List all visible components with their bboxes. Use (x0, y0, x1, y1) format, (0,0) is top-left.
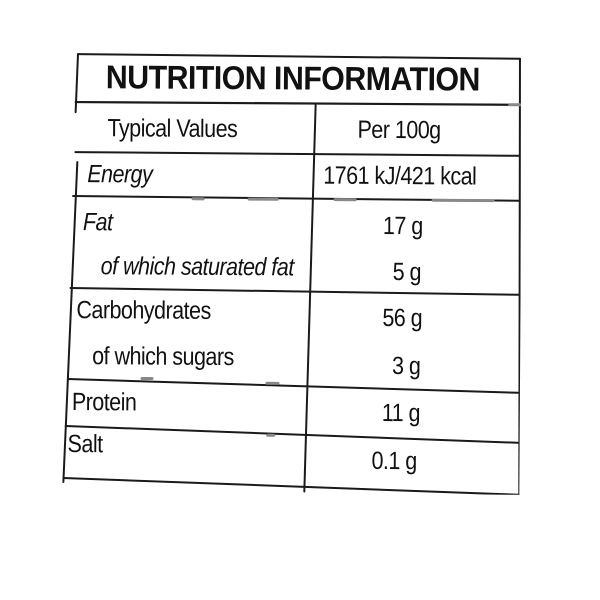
row-sugars-value: 3 g (392, 352, 421, 381)
row-saturated-fat-name: of which saturated fat (100, 252, 294, 282)
row-fat-name: Fat (82, 208, 113, 237)
row-sugars-name: of which sugars (92, 342, 234, 372)
label-title: NUTRITION INFORMATION (105, 58, 480, 98)
row-energy-value: 1761 kJ/421 kcal (323, 161, 477, 191)
table-grid-lines (62, 53, 522, 495)
row-protein-name: Protein (71, 388, 137, 417)
header-typical-values: Typical Values (107, 114, 238, 144)
row-saturated-fat-value: 5 g (392, 258, 422, 287)
nutrition-label: NUTRITION INFORMATION Typical Values Per… (61, 52, 522, 495)
header-per-100g: Per 100g (357, 115, 441, 145)
row-protein-value: 11 g (381, 398, 421, 428)
row-salt-value: 0.1 g (371, 446, 417, 476)
row-carbohydrates-value: 56 g (382, 303, 423, 333)
nutrition-table-frame (61, 52, 522, 495)
row-salt-name: Salt (67, 430, 103, 459)
row-carbohydrates-name: Carbohydrates (76, 296, 211, 325)
row-fat-value: 17 g (382, 211, 423, 241)
row-energy-name: Energy (87, 160, 153, 189)
